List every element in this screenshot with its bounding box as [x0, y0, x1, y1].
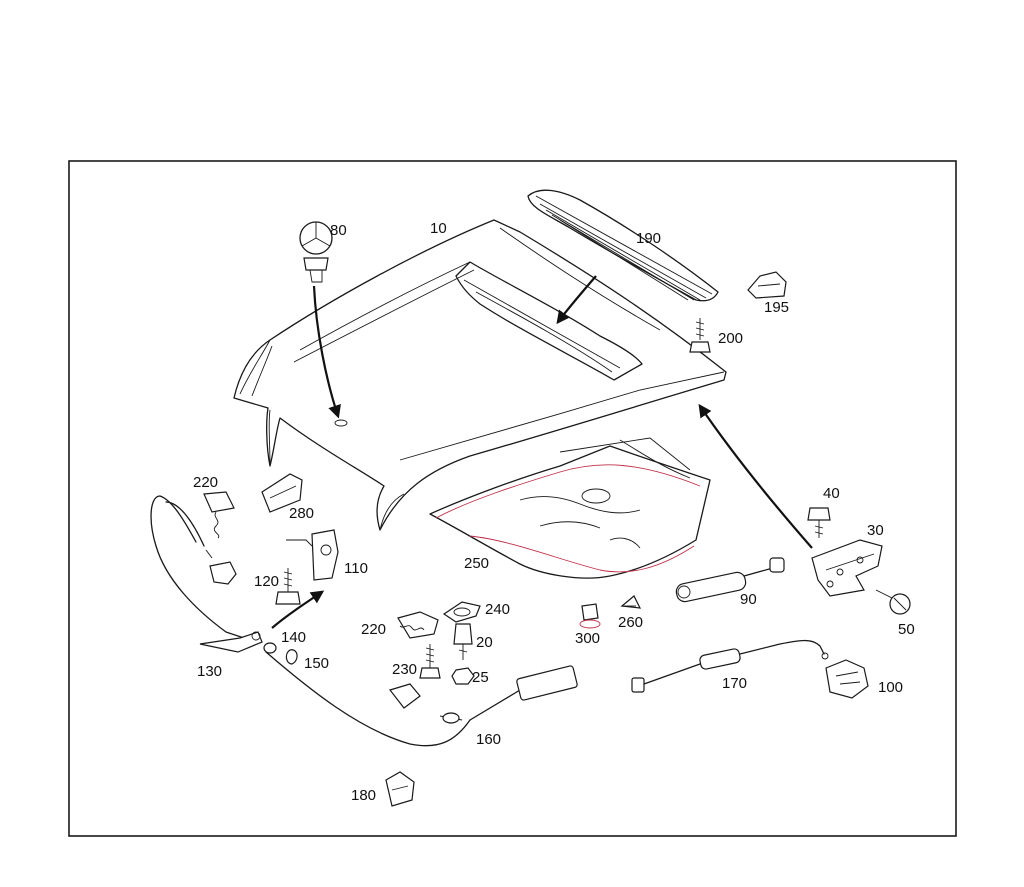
grommet [442, 601, 481, 623]
callout-20: 20 [476, 634, 493, 651]
hex-nut [451, 667, 475, 685]
callout-190: 190 [636, 230, 661, 247]
lock-bolt [419, 644, 441, 679]
gas-strut [675, 557, 785, 603]
callout-260: 260 [618, 614, 643, 631]
callout-220-middle: 220 [361, 621, 386, 638]
callout-280: 280 [289, 505, 314, 522]
grille-clip [747, 271, 787, 299]
callout-150: 150 [304, 655, 329, 672]
callout-80: 80 [330, 222, 347, 239]
callout-25: 25 [472, 669, 489, 686]
callout-220-left: 220 [193, 474, 218, 491]
arrow-emblem-to-hood [312, 285, 341, 419]
callout-90: 90 [740, 591, 757, 608]
release-lever [388, 683, 421, 709]
hood-hinge [811, 539, 883, 597]
rubber-stop [579, 603, 601, 629]
diagram-frame [68, 160, 957, 837]
insulation-clip [620, 595, 642, 609]
star-emblem [299, 221, 333, 283]
callout-200: 200 [718, 330, 743, 347]
callout-160: 160 [476, 731, 501, 748]
callout-30: 30 [867, 522, 884, 539]
cable-holder-left [209, 561, 237, 585]
callout-120: 120 [254, 573, 279, 590]
hinge-bolt-top [807, 507, 831, 538]
hood-panel [233, 219, 727, 531]
arrow-grille-to-hood [556, 275, 597, 325]
hinge-bolt-side [875, 589, 911, 615]
underside-insulation [429, 437, 711, 579]
hood-latch-right [825, 659, 869, 699]
cable-clip [385, 771, 415, 807]
callout-130: 130 [197, 663, 222, 680]
callout-100: 100 [878, 679, 903, 696]
callout-300: 300 [575, 630, 600, 647]
cowl-grille [527, 189, 719, 302]
cable-bracket [261, 473, 303, 513]
safety-catch-left [203, 491, 235, 539]
grille-screw [689, 318, 711, 353]
hood-lock [286, 529, 339, 581]
callout-10: 10 [430, 220, 447, 237]
callout-40: 40 [823, 485, 840, 502]
retaining-clip [285, 649, 298, 665]
callout-230: 230 [392, 661, 417, 678]
callout-180: 180 [351, 787, 376, 804]
callout-240: 240 [485, 601, 510, 618]
callout-195: 195 [764, 299, 789, 316]
cable-grommet [263, 642, 277, 654]
arrow-cable-to-lock [271, 590, 325, 629]
callout-140: 140 [281, 629, 306, 646]
safety-catch-middle [397, 611, 439, 639]
callout-250: 250 [464, 555, 489, 572]
release-handle [199, 631, 263, 653]
callout-170: 170 [722, 675, 747, 692]
arrow-hinge-to-hood [698, 403, 813, 549]
release-cable-right [631, 639, 829, 693]
lock-mounting-bolt [275, 568, 301, 605]
adjusting-buffer [453, 623, 473, 660]
callout-110: 110 [344, 560, 368, 577]
callout-50: 50 [898, 621, 915, 638]
release-cable-main [150, 495, 578, 747]
